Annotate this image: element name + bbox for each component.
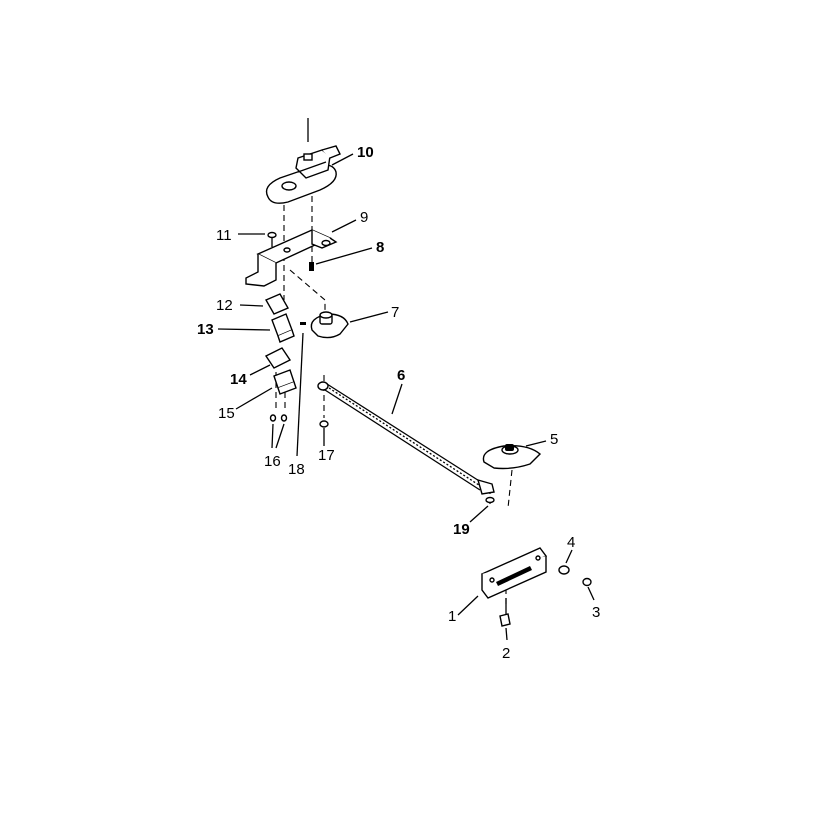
callout-8: 8: [376, 239, 384, 256]
part-17-nut: [319, 420, 329, 446]
part-5-cam: [482, 440, 547, 470]
callout-4: 4: [567, 534, 575, 551]
callout-10: 10: [357, 144, 374, 161]
part-6-rod: [317, 381, 495, 495]
part-7-cam: [310, 311, 389, 339]
callout-14: 14: [230, 371, 247, 388]
part-2-bolt: [499, 598, 511, 641]
part-14-clip: [249, 347, 292, 376]
callout-16: 16: [264, 453, 281, 470]
part-8-screw: [309, 247, 373, 271]
callout-5: 5: [550, 431, 558, 448]
callout-15: 15: [218, 405, 235, 422]
part-16-screws: [269, 414, 288, 449]
part-15-switch: [235, 369, 297, 410]
callout-12: 12: [216, 297, 233, 314]
callout-17: 17: [318, 447, 335, 464]
part-9-bracket: [245, 219, 357, 287]
callout-6: 6: [397, 367, 405, 384]
part-18-leader: [296, 332, 304, 457]
callout-18: 18: [288, 461, 305, 478]
part-12-clip: [239, 293, 289, 315]
callout-11: 11: [216, 227, 232, 244]
callout-19: 19: [453, 521, 470, 538]
part-4-nut: [558, 549, 573, 575]
part-11-screw: [238, 231, 277, 247]
callout-9: 9: [360, 209, 368, 226]
part-callouts: 10 9 8 11 12 13 7 14 15 6 16 18 17 5 19 …: [197, 144, 600, 662]
part-13-switch: [217, 313, 306, 343]
part-3-washer: [582, 577, 595, 601]
callout-13: 13: [197, 321, 214, 338]
part-19-clip: [469, 496, 495, 523]
callout-2: 2: [502, 645, 510, 662]
part-1-plate: [457, 547, 548, 616]
part-10-switch-assembly: [265, 145, 354, 204]
callout-3: 3: [592, 604, 600, 621]
callout-7: 7: [391, 304, 399, 321]
callout-1: 1: [448, 608, 456, 625]
